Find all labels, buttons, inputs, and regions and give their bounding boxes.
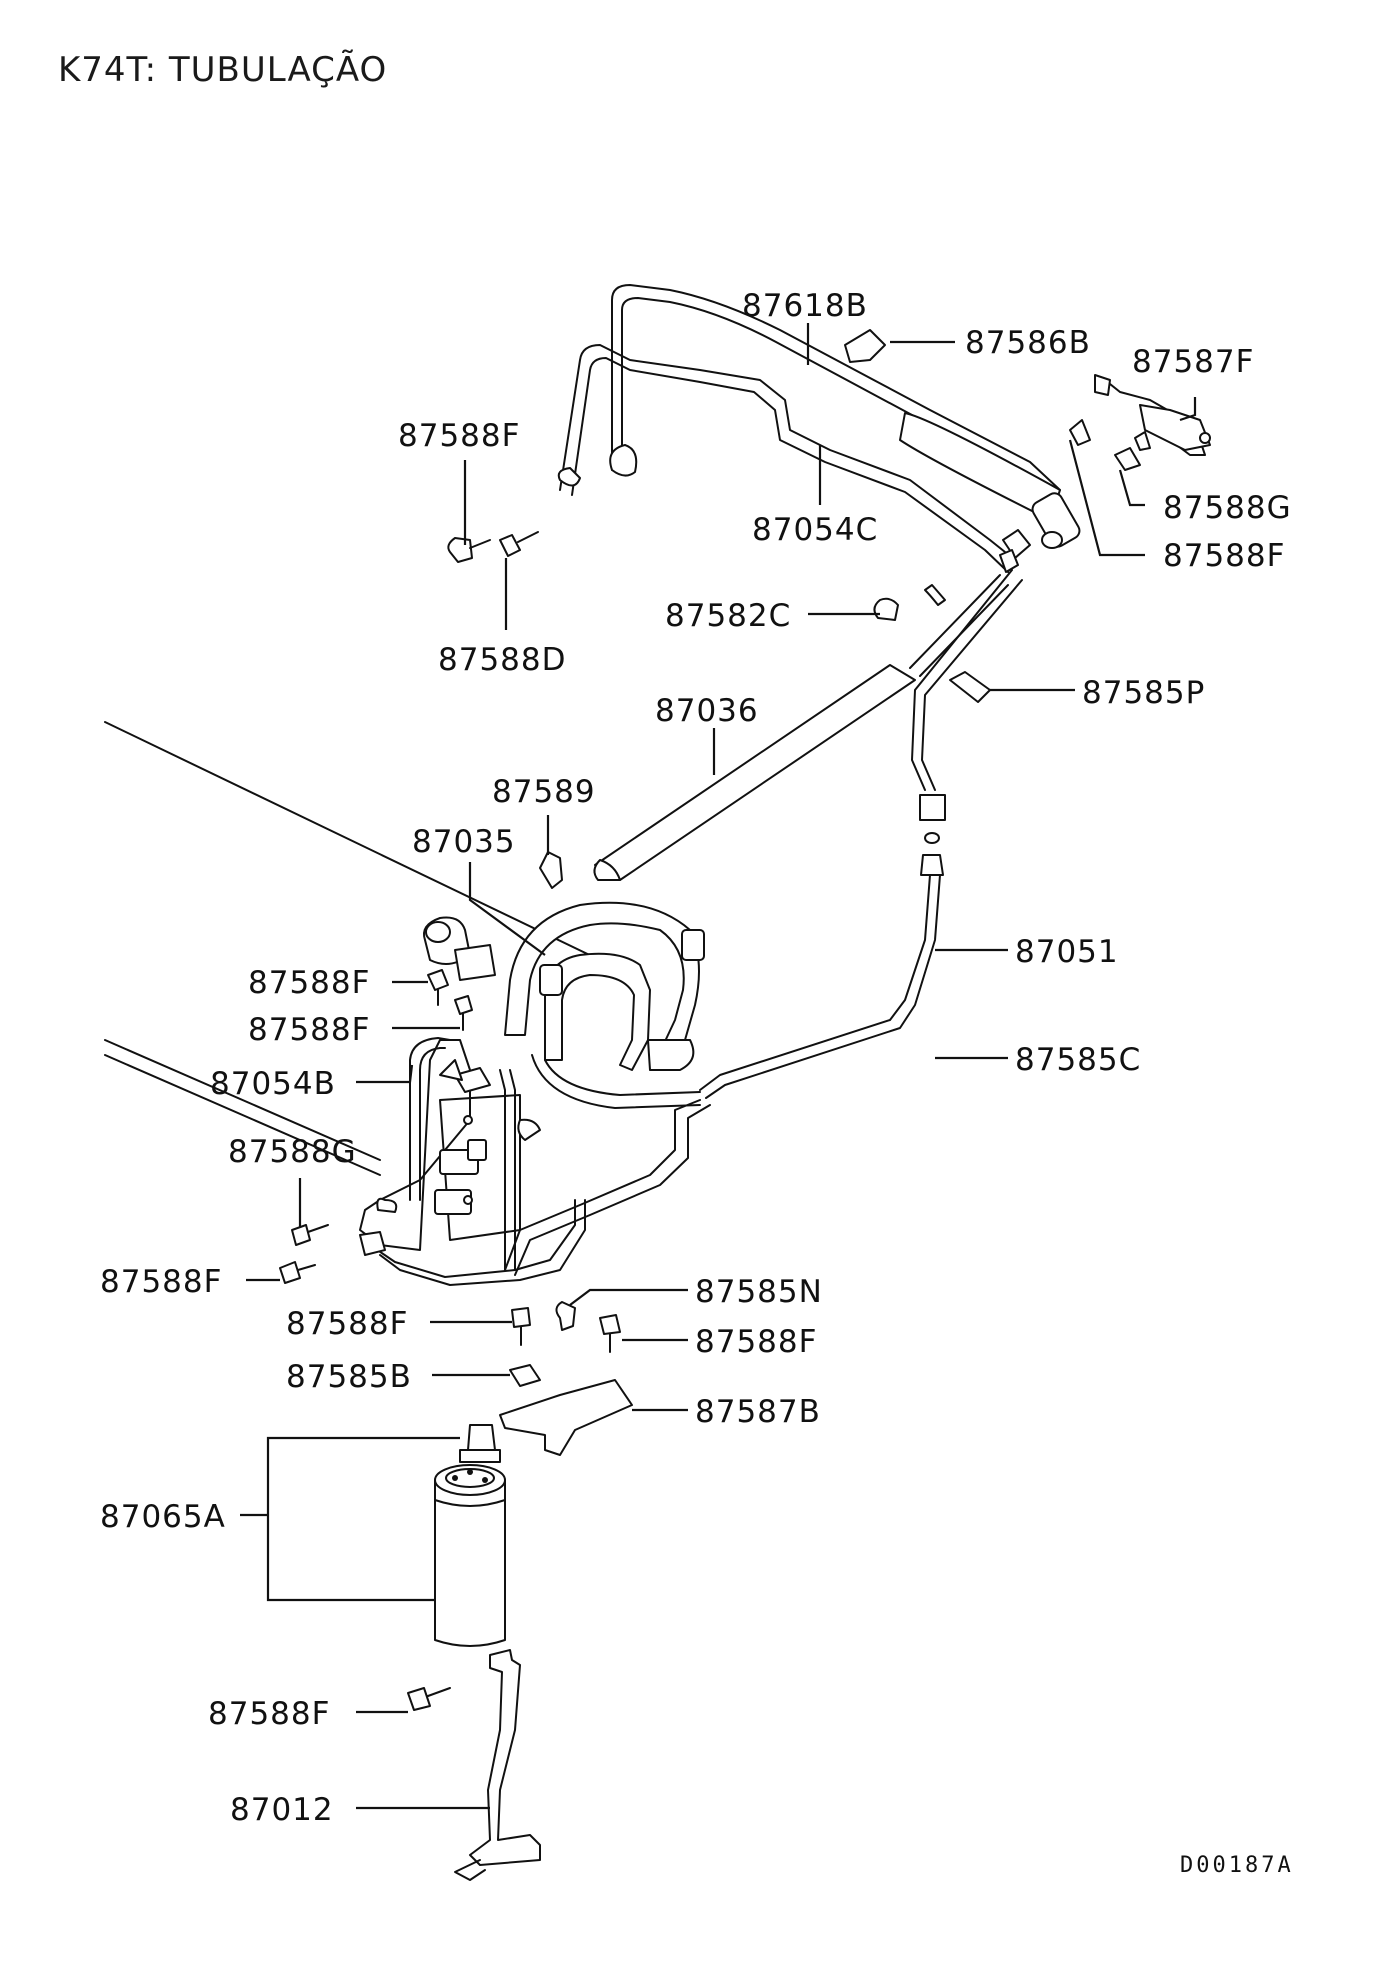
label-87065A[interactable]: 87065A <box>100 1499 226 1535</box>
label-87588F-low-left[interactable]: 87588F <box>286 1306 408 1342</box>
label-87588F-mid-2[interactable]: 87588F <box>248 1012 370 1048</box>
label-87051[interactable]: 87051 <box>1015 934 1119 970</box>
label-87588D[interactable]: 87588D <box>438 642 567 678</box>
label-87588F-low-right[interactable]: 87588F <box>695 1324 817 1360</box>
label-87586B[interactable]: 87586B <box>965 325 1091 361</box>
label-87054C[interactable]: 87054C <box>752 512 878 548</box>
label-87035[interactable]: 87035 <box>412 824 516 860</box>
label-87036[interactable]: 87036 <box>655 693 759 729</box>
part-labels: 87618B 87586B 87587F 87588F 87588G 87588… <box>100 288 1292 1828</box>
diagram-drawing <box>104 284 1211 1881</box>
label-87582C[interactable]: 87582C <box>665 598 791 634</box>
drawing-code: D00187A <box>1180 1853 1294 1878</box>
label-87588G-top-right[interactable]: 87588G <box>1163 490 1292 526</box>
label-87585C[interactable]: 87585C <box>1015 1042 1141 1078</box>
label-87585B[interactable]: 87585B <box>286 1359 412 1395</box>
label-87585P[interactable]: 87585P <box>1082 675 1205 711</box>
label-87588F-mid-1[interactable]: 87588F <box>248 965 370 1001</box>
leader-lines <box>240 323 1197 1810</box>
label-87587B[interactable]: 87587B <box>695 1394 821 1430</box>
label-87588F-left[interactable]: 87588F <box>100 1264 222 1300</box>
page-title: K74T: TUBULAÇÃO <box>58 50 388 90</box>
label-87618B[interactable]: 87618B <box>742 288 868 324</box>
label-87054B[interactable]: 87054B <box>210 1066 336 1102</box>
label-87587F[interactable]: 87587F <box>1132 344 1254 380</box>
label-87588F-top-left[interactable]: 87588F <box>398 418 520 454</box>
label-87588F-top-right[interactable]: 87588F <box>1163 538 1285 574</box>
label-87012[interactable]: 87012 <box>230 1792 334 1828</box>
label-87585N[interactable]: 87585N <box>695 1274 823 1310</box>
label-87588F-bottom[interactable]: 87588F <box>208 1696 330 1732</box>
label-87588G-left[interactable]: 87588G <box>228 1134 357 1170</box>
label-87589[interactable]: 87589 <box>492 774 596 810</box>
